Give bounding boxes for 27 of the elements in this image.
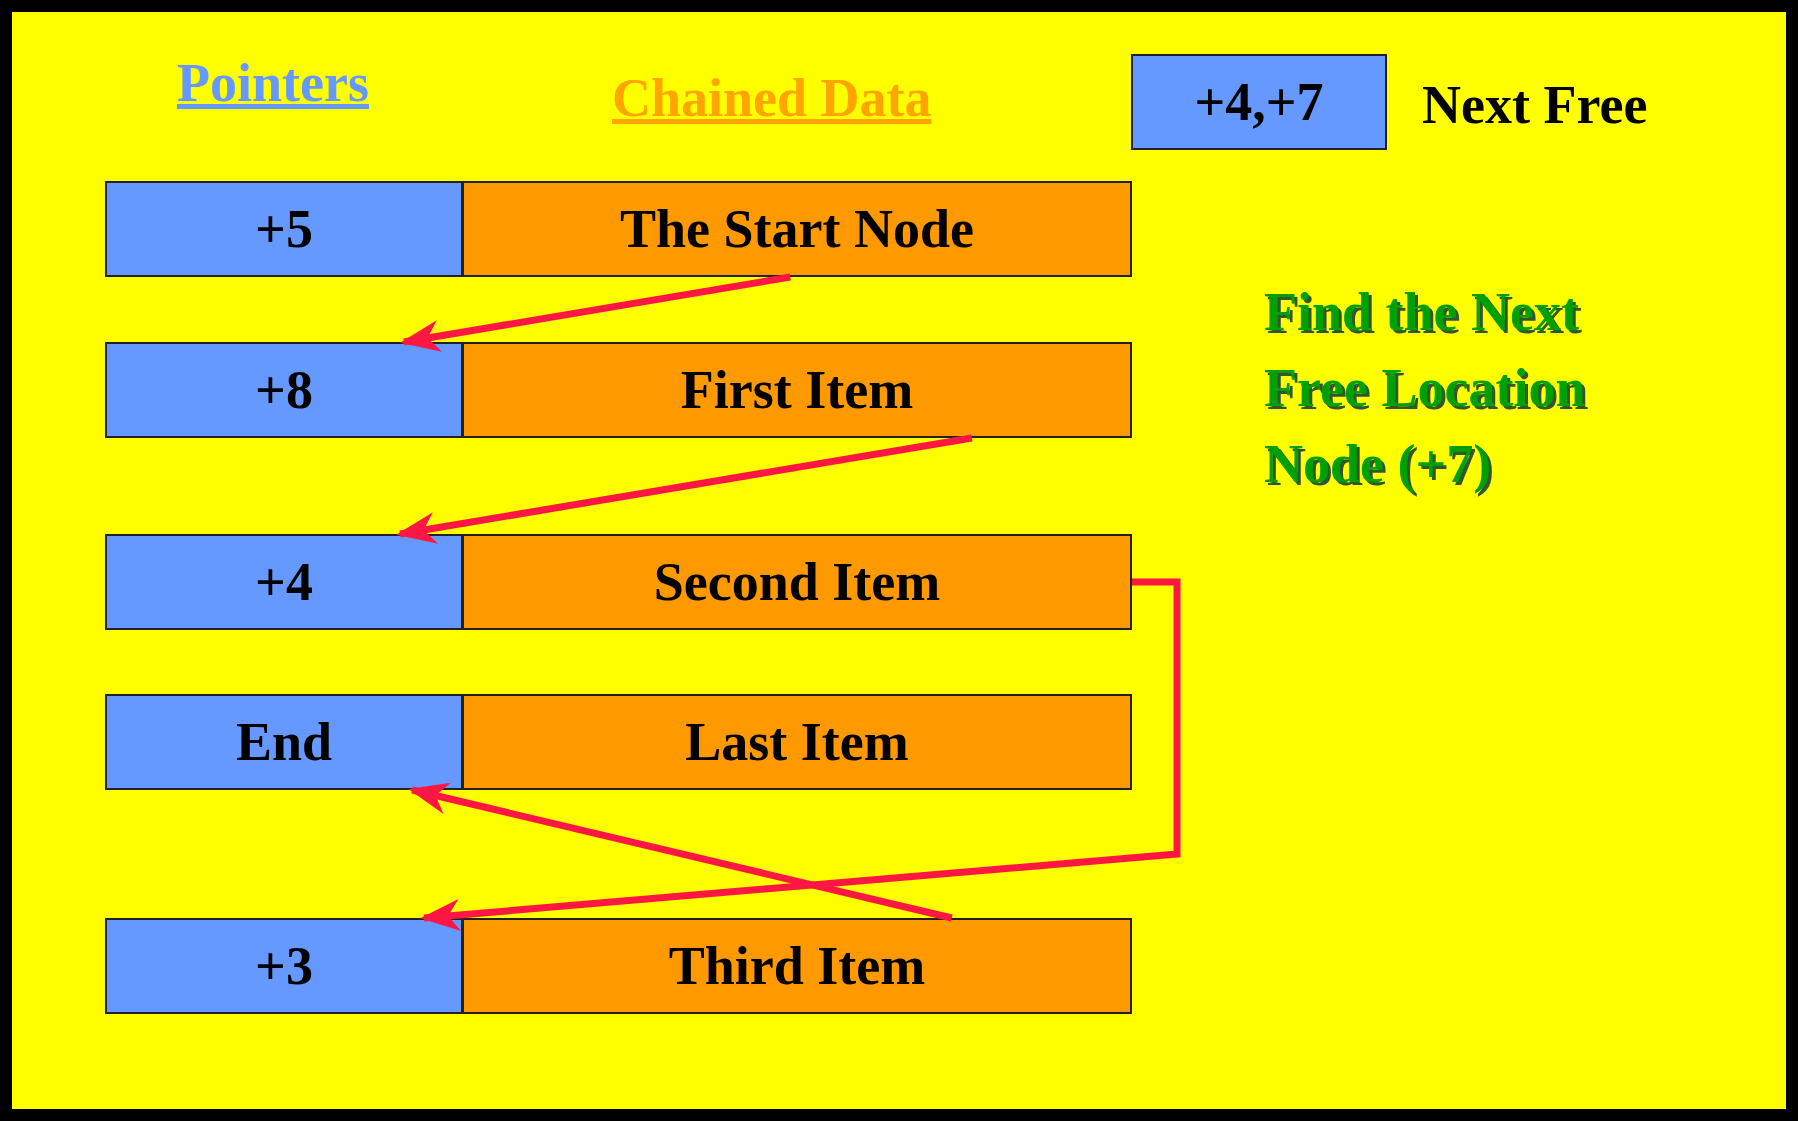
- pointer-box: [105, 534, 463, 630]
- node-text: +3: [255, 935, 313, 997]
- pointer-box: [105, 918, 463, 1014]
- node-text: Third Item: [668, 935, 926, 997]
- arrow: [420, 578, 1181, 931]
- node-text: +4,+7: [1194, 71, 1324, 133]
- node-text: First Item: [680, 359, 914, 421]
- node-caption: Next Free: [1422, 74, 1648, 136]
- node-text: End: [235, 711, 333, 773]
- note-text: Find the Next Free Location Node (+7): [1264, 281, 1587, 496]
- data-box: [462, 181, 1132, 277]
- column-heading: Pointers: [177, 52, 369, 114]
- data-box: [462, 918, 1132, 1014]
- node-text: +5: [255, 198, 313, 260]
- node-text: Second Item: [653, 551, 941, 613]
- pointer-box: [105, 342, 463, 438]
- pointer-box: [105, 694, 463, 790]
- node-text: Last Item: [685, 711, 909, 773]
- node-text: The Start Node: [620, 198, 974, 260]
- data-box: [462, 534, 1132, 630]
- data-box: [462, 694, 1132, 790]
- pointer-box: [105, 181, 463, 277]
- node-text: +4: [255, 551, 313, 613]
- data-box: [462, 342, 1132, 438]
- node-text: +8: [255, 359, 313, 421]
- pointer-box: [1131, 54, 1387, 150]
- column-heading: Chained Data: [612, 67, 932, 129]
